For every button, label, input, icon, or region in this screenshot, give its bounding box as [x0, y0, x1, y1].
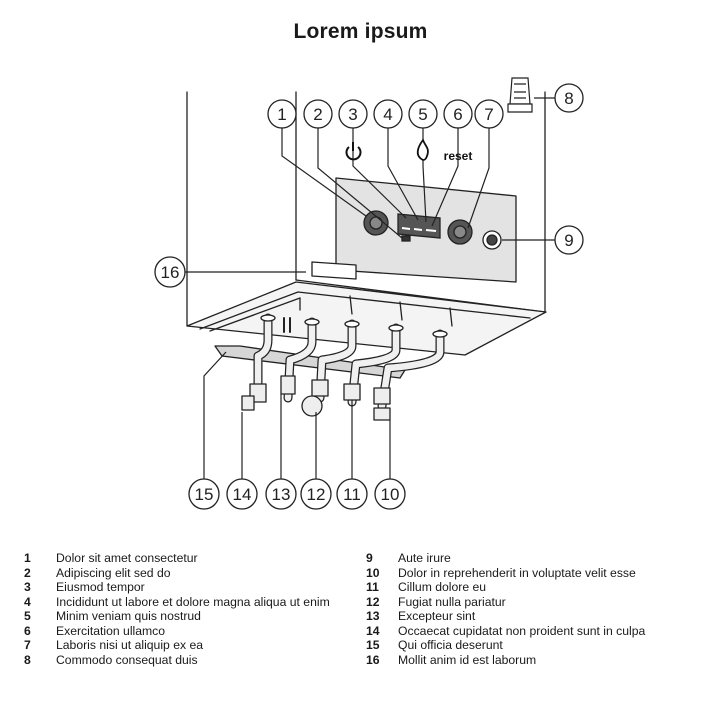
air-vent [507, 77, 533, 113]
callout-16-circle [154, 256, 186, 288]
callout-15-circle [188, 478, 220, 510]
callout-6: 6 [453, 105, 462, 124]
flame-icon [416, 138, 429, 161]
cold-water-valve [280, 375, 296, 395]
cold-water-valve-body [343, 383, 361, 401]
callout-8-circle [554, 83, 584, 113]
callout-7: 7 [484, 105, 493, 124]
gas-valve-handle [301, 395, 323, 417]
service-valve-return [373, 387, 391, 405]
callout-1: 1 [277, 105, 286, 124]
callout-3-circle [338, 99, 368, 129]
filling-device-handle [283, 317, 291, 333]
callout-2-circle [303, 99, 333, 129]
callout-4-circle [373, 99, 403, 129]
callout-12: 12 [307, 485, 326, 504]
callout-3: 3 [348, 105, 357, 124]
callout-10-circle [374, 478, 406, 510]
callout-1-circle [267, 99, 297, 129]
reset-label: reset [444, 149, 473, 163]
callout-12-circle [300, 478, 332, 510]
callout-14: 14 [233, 485, 252, 504]
type-plate-sticker [311, 261, 357, 280]
callout-7-circle [474, 99, 504, 129]
callout-6-circle [443, 99, 473, 129]
page-title: Lorem ipsum [293, 20, 428, 43]
callout-16: 16 [161, 263, 180, 282]
gas-valve [311, 379, 329, 397]
callout-2: 2 [313, 105, 322, 124]
callout-13-circle [265, 478, 297, 510]
callout-13: 13 [272, 485, 291, 504]
callout-5: 5 [418, 105, 427, 124]
callout-11-circle [336, 478, 368, 510]
power-icon [345, 142, 362, 161]
boiler-base-plate [186, 281, 547, 356]
callout-9-circle [554, 225, 584, 255]
callout-5-circle [408, 99, 438, 129]
indicator-display [397, 213, 441, 239]
callout-14-circle [226, 478, 258, 510]
boiler-diagram: reset 1 2 3 4 5 6 7 8 9 16 15 14 13 12 1… [154, 77, 584, 510]
callout-10: 10 [381, 485, 400, 504]
callout-8: 8 [564, 89, 573, 108]
callout-4: 4 [383, 105, 392, 124]
callout-11: 11 [343, 485, 361, 504]
callout-9: 9 [564, 231, 573, 250]
callout-15: 15 [195, 485, 214, 504]
